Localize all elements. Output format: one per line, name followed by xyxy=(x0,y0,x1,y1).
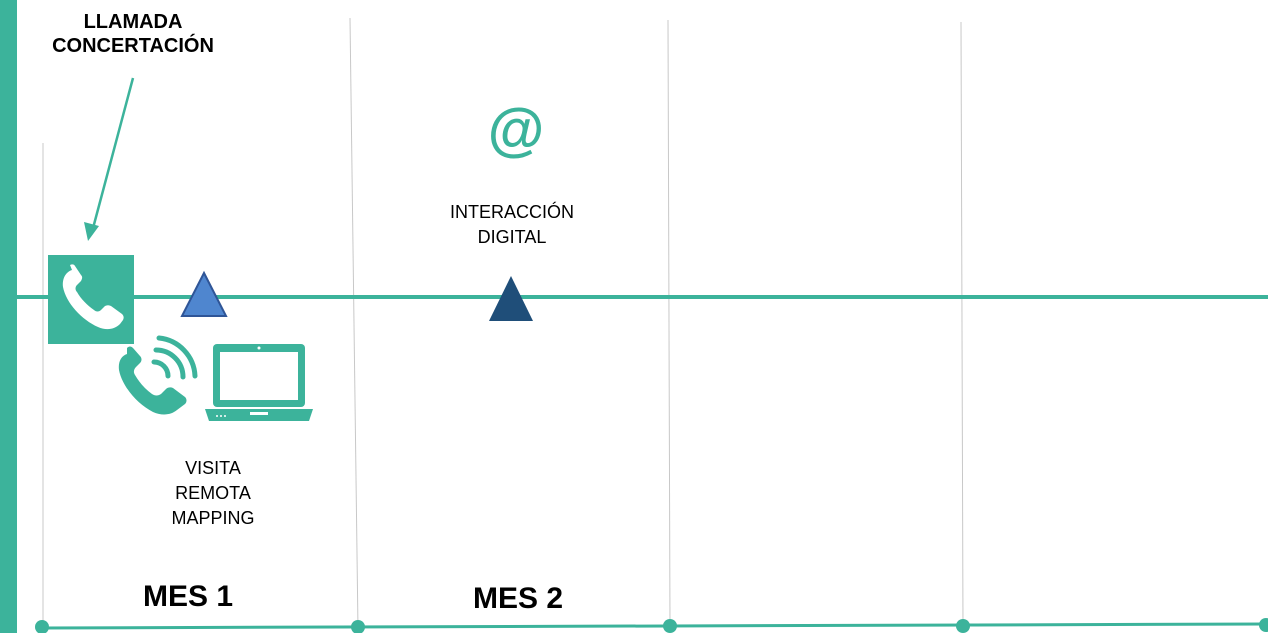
month-marker xyxy=(956,619,970,633)
month-marker xyxy=(35,620,49,634)
callout-line-1: LLAMADA xyxy=(83,11,183,33)
laptop-icon xyxy=(205,344,313,421)
month-marker xyxy=(1259,618,1268,632)
event-triangle-light xyxy=(180,270,228,317)
phone-icon xyxy=(48,255,134,344)
remote-visit-label: VISITA REMOTA MAPPING xyxy=(113,456,313,531)
month-axis xyxy=(41,622,1268,630)
digital-interaction-label: INTERACCIÓN DIGITAL xyxy=(412,200,612,250)
digital-line-2: DIGITAL xyxy=(477,227,547,247)
event-triangle-dark xyxy=(489,276,533,321)
month-divider xyxy=(349,17,359,631)
month-marker xyxy=(351,620,365,634)
visit-line-3: MAPPING xyxy=(171,508,255,528)
at-sign-icon: @ xyxy=(487,97,545,162)
month-divider xyxy=(960,21,964,631)
callout-line-2: CONCERTACIÓN xyxy=(52,35,214,57)
visit-line-2: REMOTA xyxy=(175,483,251,503)
month-label-2: MES 2 xyxy=(472,582,564,615)
phone-ringing-icon xyxy=(118,335,198,415)
left-accent-bar xyxy=(0,0,17,633)
callout-arrowhead xyxy=(84,222,99,241)
month-marker xyxy=(663,619,677,633)
visit-line-1: VISITA xyxy=(185,458,241,478)
month-label-1: MES 1 xyxy=(142,580,234,613)
digital-line-1: INTERACCIÓN xyxy=(449,202,574,222)
month-divider xyxy=(667,19,671,631)
callout-arrow-line xyxy=(90,77,135,233)
callout-label: LLAMADA CONCERTACIÓN xyxy=(20,10,246,58)
